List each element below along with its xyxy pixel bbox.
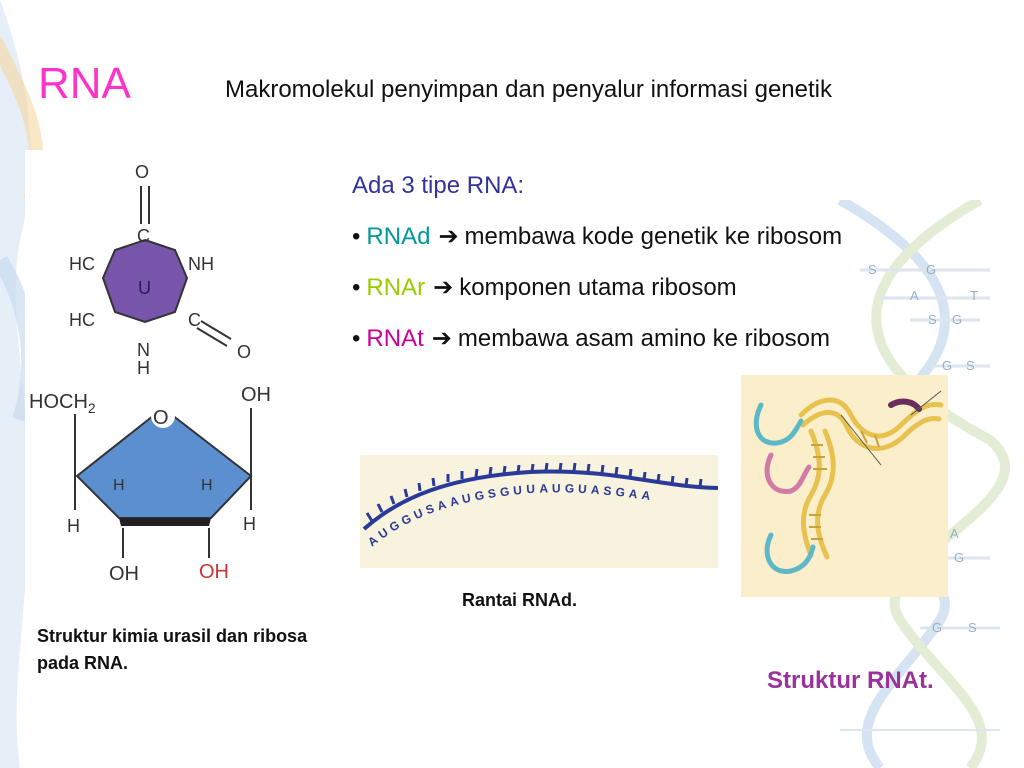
bullet-text: komponen utama ribosom	[459, 274, 737, 301]
dna-letter: G	[954, 550, 964, 565]
term-rnar: RNAr	[366, 274, 426, 301]
rna-types-intro: Ada 3 tipe RNA:	[352, 172, 525, 199]
dna-letter: S	[968, 620, 977, 635]
bullet-rnat: •RNAt ➔membawa asam amino ke ribosom	[352, 324, 830, 353]
dna-letter: T	[970, 288, 978, 303]
caption-rnad: Rantai RNAd.	[462, 590, 578, 610]
uracil-ring	[101, 238, 189, 324]
bullet-dot: •	[352, 274, 361, 301]
dna-letter: S	[928, 312, 937, 327]
atom-label: HC	[69, 310, 95, 330]
atom-label: U	[138, 278, 151, 298]
atom-label: H	[137, 358, 150, 378]
rnad-backbone	[362, 469, 718, 531]
dna-letter: G	[926, 262, 936, 277]
uracil-ribose-structure-figure: O C HC NH U HC C O N H HOCH2 OH O H H H …	[25, 150, 295, 590]
atom-label: H	[113, 477, 125, 494]
arrow-right-icon: ➔	[433, 274, 454, 301]
atom-label: HC	[69, 254, 95, 274]
dna-letter: G	[952, 312, 962, 327]
caption-uracil-ribose: Struktur kimia urasil dan ribosa pada RN…	[37, 626, 308, 673]
bullet-rnad: •RNAd ➔membawa kode genetik ke ribosom	[352, 222, 842, 251]
atom-label: C	[137, 226, 150, 246]
term-rnad: RNAd	[366, 223, 431, 250]
atom-label: H	[67, 516, 80, 536]
atom-label: O	[153, 407, 169, 429]
atom-label: OH	[241, 384, 271, 406]
bullet-text: membawa kode genetik ke ribosom	[464, 223, 843, 250]
bullet-text: membawa asam amino ke ribosom	[457, 325, 830, 352]
dna-letter: A	[910, 288, 919, 303]
dna-letter: S	[868, 262, 877, 277]
atom-label: N	[137, 340, 150, 360]
dna-letter: G	[932, 620, 942, 635]
slide-subtitle: Makromolekul penyimpan dan penyalur info…	[225, 76, 832, 103]
rnat-structure-figure	[741, 375, 948, 597]
atom-label: OH	[199, 561, 229, 583]
atom-label: H	[243, 514, 256, 534]
atom-label: O	[237, 342, 251, 362]
rnad-strand-figure: AUGGUSAAUGSGUUAUGUASGAA	[360, 455, 718, 568]
dna-letter: G	[942, 358, 952, 373]
atom-label: C	[188, 310, 201, 330]
slide-title: RNA	[38, 59, 131, 108]
bullet-rnar: •RNAr ➔komponen utama ribosom	[352, 273, 737, 302]
dna-letter: A	[950, 526, 959, 541]
arrow-right-icon: ➔	[431, 325, 452, 352]
atom-label: HOCH2	[29, 391, 96, 416]
atom-label: O	[135, 162, 149, 182]
caption-rnat: Struktur RNAt.	[767, 667, 934, 694]
arrow-right-icon: ➔	[438, 223, 459, 250]
bullet-dot: •	[352, 325, 361, 352]
dna-letter: S	[966, 358, 975, 373]
atom-label: OH	[109, 563, 139, 585]
term-rnat: RNAt	[366, 325, 424, 352]
bullet-dot: •	[352, 223, 361, 250]
atom-label: NH	[188, 254, 214, 274]
atom-label: H	[201, 477, 213, 494]
